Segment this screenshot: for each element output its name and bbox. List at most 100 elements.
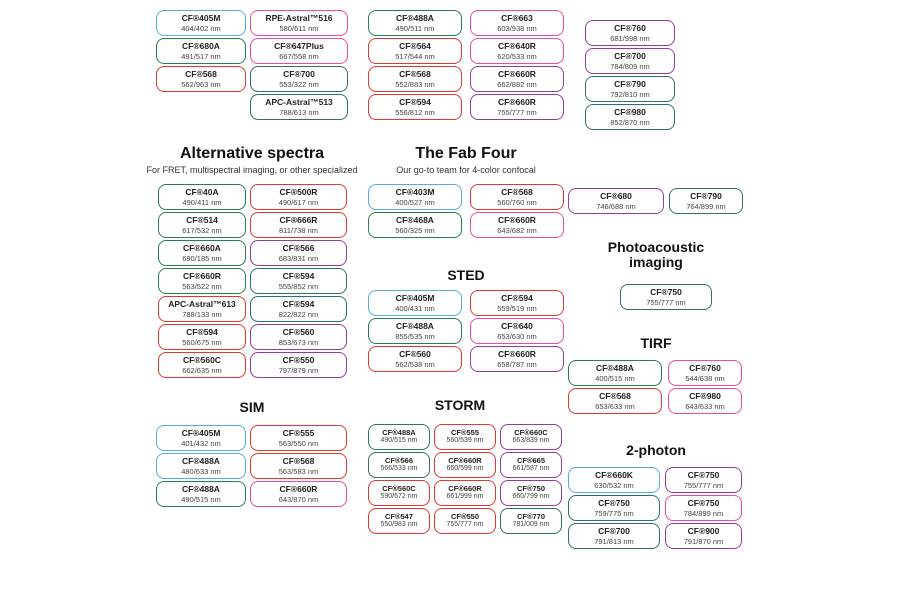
dye-wavelengths: 400/431 nm <box>395 303 435 313</box>
dye-name: CF®700 <box>598 526 630 537</box>
dye-name: APC-Astral™513 <box>265 97 333 108</box>
dye-wavelengths: 764/899 nm <box>686 201 726 211</box>
dye-wavelengths: 811/738 nm <box>278 225 319 235</box>
dye-wavelengths: 490/515 nm <box>181 494 221 504</box>
dye-name: CF®660K <box>595 470 633 481</box>
dye-wavelengths: 759/775 nm <box>594 508 634 518</box>
dye-wavelengths: 563/522 nm <box>182 281 222 291</box>
dye-name: APC-Astral™613 <box>168 299 236 310</box>
dye-wavelengths: 566/533 nm <box>380 465 418 473</box>
section-photoacoustic-header: Photoacoustic imaging <box>595 239 717 271</box>
dye-wavelengths: 667/558 nm <box>279 51 319 61</box>
dye-name: CF®488A <box>182 484 220 495</box>
dye-name: CF®568 <box>399 69 431 80</box>
dye-name: CF®700 <box>614 51 646 62</box>
dye-wavelengths: 590/672 nm <box>380 493 418 501</box>
dye-name: CF®640R <box>498 41 536 52</box>
dye-wavelengths: 559/519 nm <box>497 303 537 313</box>
dye-name: CF®405M <box>395 293 435 304</box>
dye-wavelengths: 660/599 nm <box>446 465 484 473</box>
dye-name: CF®568 <box>501 187 533 198</box>
dye-wavelengths: 556/812 nm <box>395 107 435 117</box>
dye-wavelengths: 853/673 nm <box>278 337 319 347</box>
dye-wavelengths: 562/963 nm <box>181 79 221 89</box>
dye-name: CF®660C <box>514 428 548 438</box>
dye-wavelengths: 822/822 nm <box>278 309 319 319</box>
dye-wavelengths: 755/777 nm <box>497 107 537 117</box>
dye-name: CF®403M <box>395 187 435 198</box>
dye-wavelengths: 490/617 nm <box>278 197 319 207</box>
dye-wavelengths: 662/882 nm <box>497 79 537 89</box>
dye-name: CF®640 <box>501 321 533 332</box>
section-tirf-header: TIRF <box>568 335 744 351</box>
dye-name: CF®760 <box>689 363 721 374</box>
dye-wavelengths: 491/517 nm <box>181 51 221 61</box>
dye-wavelengths: 552/883 nm <box>395 79 435 89</box>
dye-name: CF®750 <box>516 484 546 494</box>
dye-wavelengths: 620/533 nm <box>497 51 537 61</box>
dye-name: CF®660R <box>498 349 536 360</box>
dye-name: CF®488A <box>396 13 434 24</box>
section-title: Alternative spectra <box>179 145 325 162</box>
dye-wavelengths: 553/322 nm <box>279 79 319 89</box>
dye-wavelengths: 562/538 nm <box>395 359 435 369</box>
dye-wavelengths: 755/777 nm <box>646 297 686 307</box>
dye-name: CF®594 <box>501 293 533 304</box>
dye-name: CF®568 <box>282 456 315 467</box>
dye-name: CF®660R <box>498 97 536 108</box>
dye-name: CF®660R <box>183 271 221 282</box>
dye-name: CF®555 <box>282 428 315 439</box>
section-subtitle: Our go-to team for 4-color confocal <box>396 164 536 175</box>
dye-name: CF®568 <box>599 391 631 402</box>
section-title: The Fab Four <box>415 145 517 162</box>
dye-name: CF®665 <box>516 456 546 466</box>
dye-wavelengths: 653/633 nm <box>595 401 635 411</box>
section-title: TIRF <box>640 335 672 351</box>
dye-name: CF®680 <box>600 191 632 202</box>
dye-wavelengths: 490/515 nm <box>380 437 418 445</box>
dye-wavelengths: 653/630 nm <box>497 331 537 341</box>
dye-wavelengths: 755/777 nm <box>683 480 724 490</box>
dye-wavelengths: 617/532 nm <box>182 225 222 235</box>
dye-name: CF®660R <box>498 69 536 80</box>
dye-name: CF®647Plus <box>274 41 324 52</box>
dye-name: CF®980 <box>689 391 721 402</box>
dye-wavelengths: 681/998 nm <box>610 33 650 43</box>
dye-wavelengths: 580/611 nm <box>279 23 319 33</box>
dye-wavelengths: 781/009 nm <box>512 521 550 529</box>
dye-wavelengths: 563/550 nm <box>278 438 319 448</box>
dye-name: CF®488A <box>596 363 634 374</box>
